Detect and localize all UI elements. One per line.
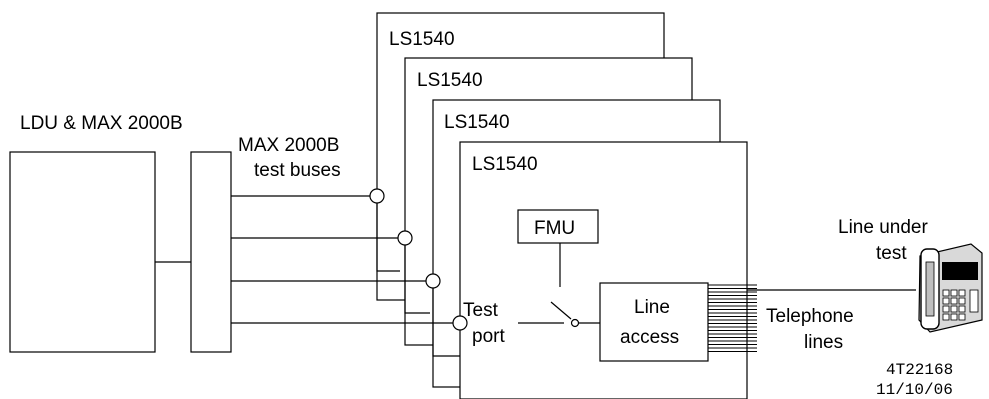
line-under-test-label-line2: test [876, 243, 907, 264]
telephone-lines-label-line2: lines [804, 332, 843, 353]
line-under-test-label-line1: Line under [838, 217, 928, 238]
figure-code: 4T22168 [886, 361, 953, 379]
test-port-label-line2: port [472, 326, 505, 347]
switch-contact [572, 320, 579, 327]
telephone-key [959, 290, 965, 296]
telephone-lines-label-line1: Telephone [766, 306, 854, 327]
ls1540-label-2: LS1540 [417, 70, 483, 91]
bus-label-line2: test buses [254, 160, 341, 181]
line-access-label-line1: Line [634, 297, 670, 318]
line-access-label-line2: access [620, 327, 679, 348]
ls1540-label-3: LS1540 [444, 112, 510, 133]
telephone-key [951, 290, 957, 296]
ls1540-label-1: LS1540 [389, 29, 455, 50]
telephone-key [959, 306, 965, 312]
ldu-box [10, 152, 155, 352]
ls1540-label-4: LS1540 [472, 154, 538, 175]
telephone-key [943, 306, 949, 312]
telephone-key [951, 306, 957, 312]
bus-node-2 [398, 231, 412, 245]
telephone-key [959, 314, 965, 320]
telephone-key [959, 298, 965, 304]
figure-date: 11/10/06 [876, 381, 953, 399]
telephone-key [951, 298, 957, 304]
telephone-key [943, 298, 949, 304]
bus-node-1 [370, 189, 384, 203]
telephone-key [951, 314, 957, 320]
fmu-label: FMU [534, 218, 575, 239]
ldu-title: LDU & MAX 2000B [20, 113, 183, 134]
bus-node-3 [426, 274, 440, 288]
line-access-box [600, 283, 708, 361]
telephone-key [943, 314, 949, 320]
telephone-key [943, 290, 949, 296]
bus-connector-box [191, 152, 231, 352]
bus-label-line1: MAX 2000B [238, 135, 339, 156]
test-port-label-line1: Test [463, 300, 499, 321]
telephone-icon [919, 244, 982, 332]
